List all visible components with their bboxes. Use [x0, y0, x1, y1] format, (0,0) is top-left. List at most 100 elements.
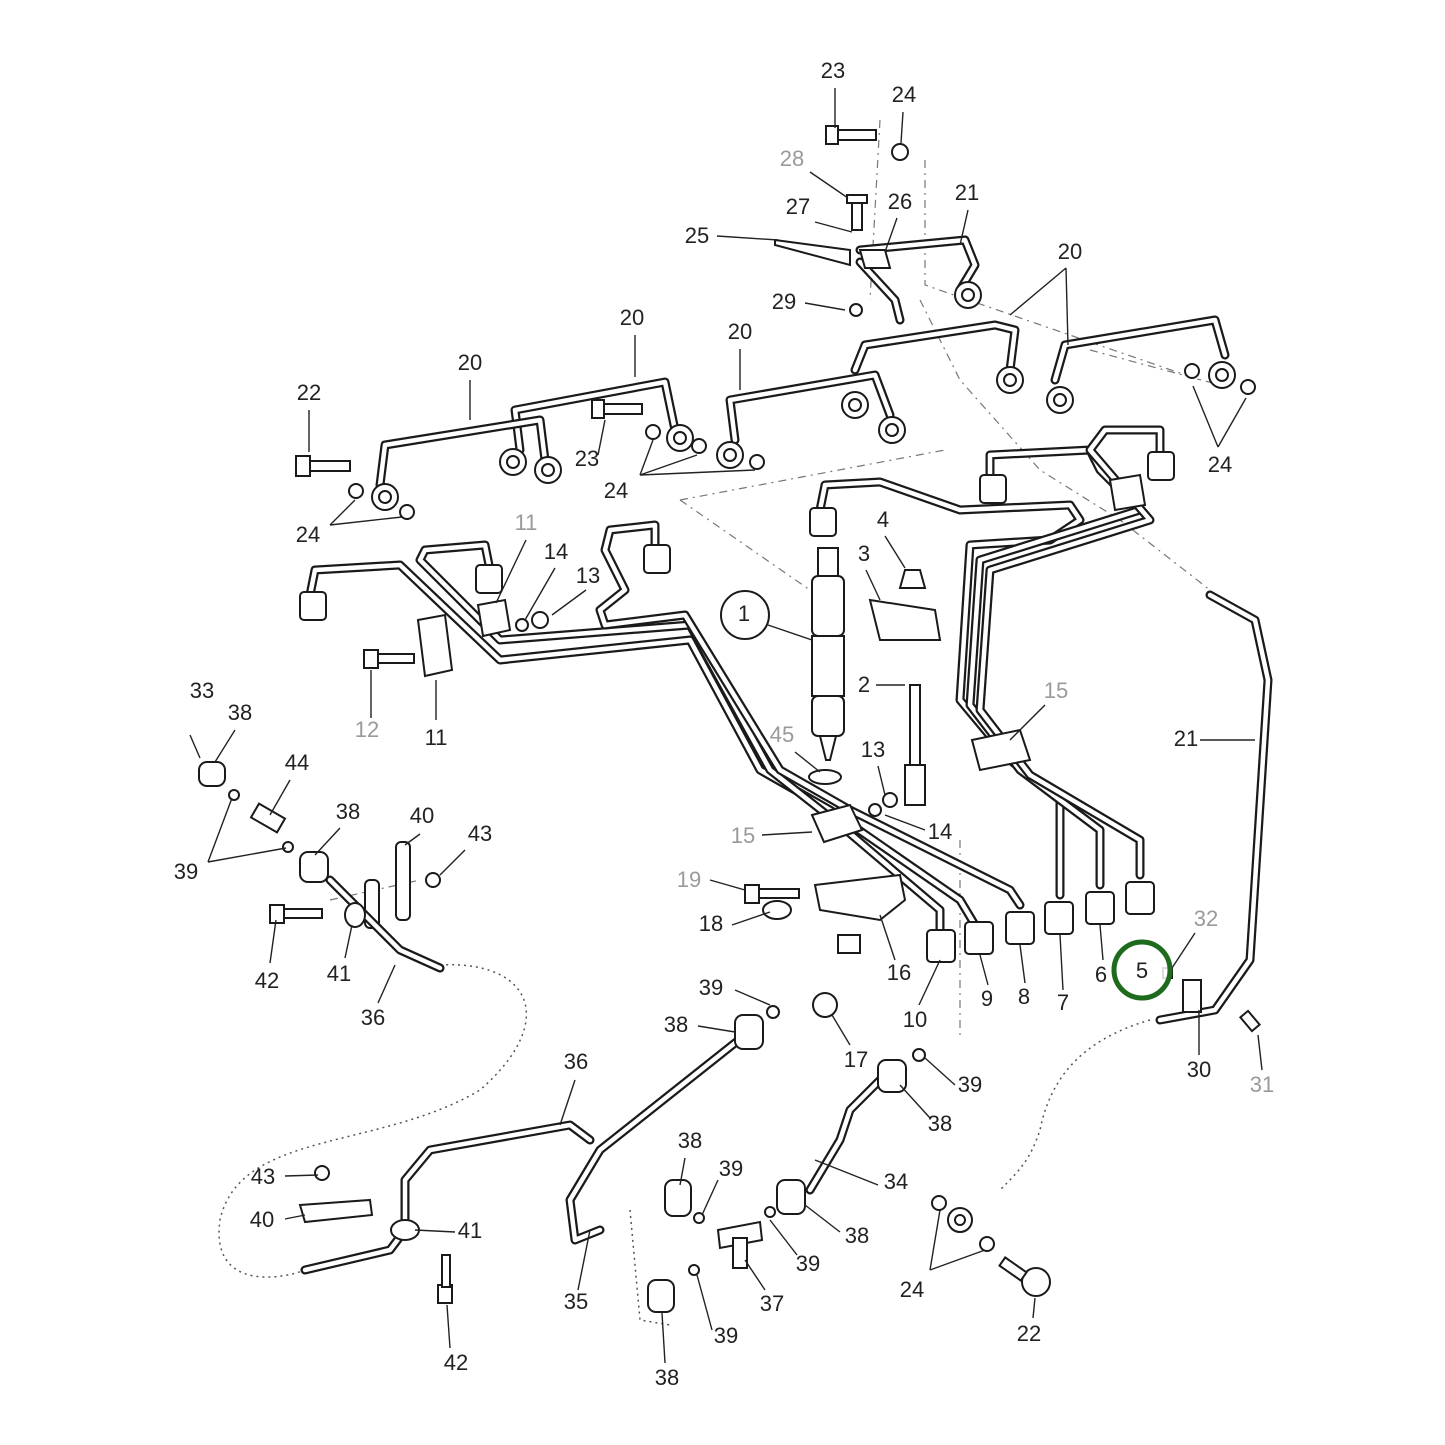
clamp-nuts [515, 611, 898, 817]
banjo-fitting [841, 391, 869, 419]
highlight-callout-5[interactable]: 5 [1111, 939, 1173, 1001]
banjo-fitting [954, 281, 982, 309]
part-label: 15 [1044, 678, 1068, 703]
part-label: 38 [845, 1223, 869, 1248]
part-label: 43 [251, 1164, 275, 1189]
part-label: 35 [564, 1289, 588, 1314]
part-label: 22 [297, 380, 321, 405]
banjo-fittings [371, 281, 1236, 1233]
part-label: 40 [250, 1207, 274, 1232]
part-label: 10 [903, 1007, 927, 1032]
part-label: 19 [677, 867, 701, 892]
part-label: 15 [731, 823, 755, 848]
part-label: 7 [1057, 990, 1069, 1015]
part-label: 20 [1058, 239, 1082, 264]
part-label: 21 [1174, 726, 1198, 751]
part-label: 20 [458, 350, 482, 375]
part-label: 39 [714, 1323, 738, 1348]
part-label: 25 [685, 223, 709, 248]
banjo-fitting [996, 366, 1024, 394]
part-label: 36 [361, 1005, 385, 1030]
injection-pipes-top [375, 235, 1230, 490]
banjo-fitting [371, 483, 399, 511]
part-label: 38 [228, 700, 252, 725]
part-label: 38 [655, 1365, 679, 1390]
part-label: 24 [1208, 452, 1232, 477]
part-label: 24 [900, 1277, 924, 1302]
part-label: 32 [1194, 906, 1218, 931]
part-label: 39 [796, 1251, 820, 1276]
part-label: 8 [1018, 984, 1030, 1009]
return-pipe [1155, 590, 1273, 1033]
fuel-injector [808, 547, 845, 785]
center-hose-assembly [565, 1005, 780, 1326]
part-label: 16 [887, 960, 911, 985]
part-label: 14 [544, 539, 568, 564]
part-label: 42 [255, 968, 279, 993]
pipe-bracket-25 [774, 194, 892, 317]
part-label: 28 [780, 146, 804, 171]
banjo-fitting [716, 441, 744, 469]
part-label: 24 [296, 522, 320, 547]
banjo-bolts [295, 125, 1051, 1297]
part-label: 1 [738, 601, 750, 626]
leak-off-fittings [744, 873, 907, 1018]
part-label: 43 [468, 821, 492, 846]
callout-leaders [189, 88, 1263, 1364]
part-label: 26 [888, 189, 912, 214]
injection-pipes-bundle [305, 425, 1165, 935]
part-label: 20 [728, 319, 752, 344]
part-label: 11 [425, 725, 448, 750]
part-label: 41 [327, 961, 351, 986]
part-label: 40 [410, 803, 434, 828]
part-label: 34 [884, 1169, 908, 1194]
banjo-fitting [1046, 386, 1074, 414]
part-label: 3 [858, 541, 870, 566]
banjo-bolt [591, 399, 643, 419]
part-label: 18 [699, 911, 723, 936]
lower-left-hose-assembly [298, 1120, 595, 1304]
part-label: 9 [981, 986, 993, 1011]
right-hose-assembly [776, 1048, 926, 1215]
part-label: 24 [892, 82, 916, 107]
part-label: 45 [770, 722, 794, 747]
part-label: 36 [564, 1049, 588, 1074]
part-label: 33 [190, 678, 214, 703]
banjo-fitting [499, 448, 527, 476]
part-label: 2 [858, 672, 870, 697]
part-label: 37 [760, 1291, 784, 1316]
highlight-ring [1111, 939, 1173, 1001]
part-label: 13 [861, 737, 885, 762]
part-label: 41 [458, 1218, 482, 1243]
banjo-fitting [947, 1207, 973, 1233]
banjo-bolt [998, 1256, 1051, 1297]
banjo-bolt [825, 125, 877, 145]
part-label: 39 [719, 1156, 743, 1181]
part-label: 44 [285, 750, 309, 775]
part-label: 20 [620, 305, 644, 330]
banjo-fitting [878, 416, 906, 444]
part-label: 38 [928, 1111, 952, 1136]
part-label: 13 [576, 563, 600, 588]
part-label: 6 [1095, 962, 1107, 987]
injector-clamp [868, 569, 942, 806]
left-fuel-hose-assembly [198, 761, 445, 973]
part-label: 23 [821, 58, 845, 83]
callout-circle-1 [720, 590, 770, 640]
part-label: 17 [844, 1047, 868, 1072]
part-label: 39 [699, 975, 723, 1000]
part-label: 12 [355, 717, 379, 742]
part-label: 24 [604, 478, 628, 503]
sealing-washers [348, 143, 1256, 1252]
part-label: 11 [515, 510, 538, 535]
part-label: 4 [877, 507, 889, 532]
highlight-label: 5 [1136, 958, 1148, 983]
part-label: 27 [786, 194, 810, 219]
banjo-fitting [534, 456, 562, 484]
part-label: 38 [336, 799, 360, 824]
part-label: 21 [955, 180, 979, 205]
pipe-clamps [416, 473, 1147, 844]
part-label: 31 [1250, 1072, 1274, 1097]
